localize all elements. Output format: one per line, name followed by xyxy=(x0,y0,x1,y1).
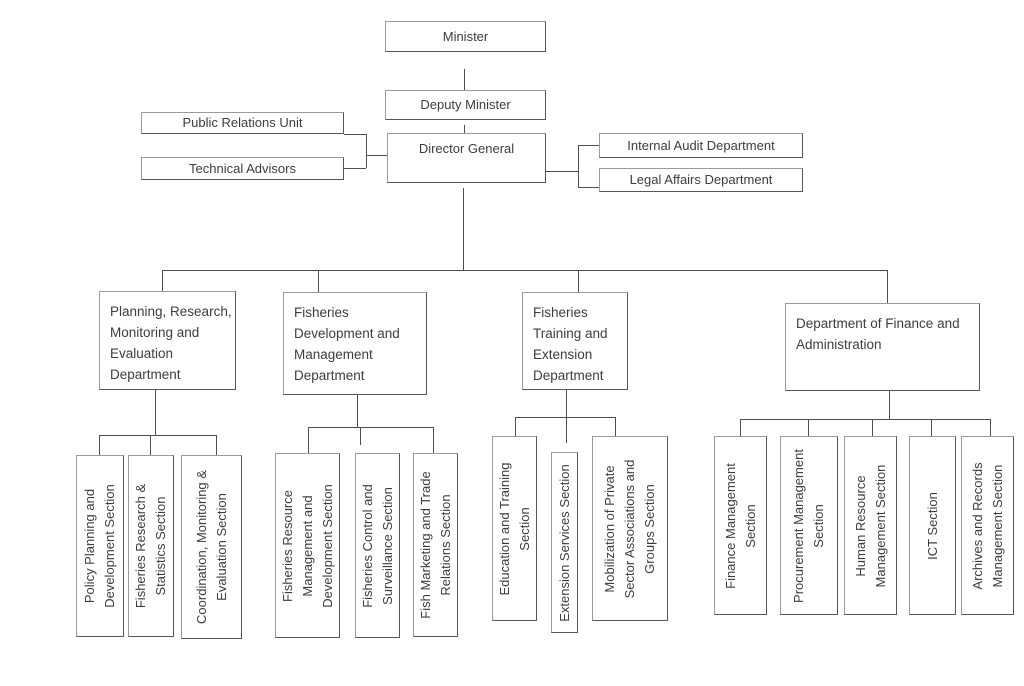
connector-line xyxy=(344,168,366,169)
connector-line xyxy=(162,270,163,291)
section-fisheries-research-label: Fisheries Research & Statistics Section xyxy=(133,483,168,609)
connector-line xyxy=(318,270,319,292)
connector-line xyxy=(308,427,434,428)
node-internal-audit-department: Internal Audit Department xyxy=(599,133,803,158)
connector-line xyxy=(366,134,367,168)
legal-affairs-label: Legal Affairs Department xyxy=(629,172,773,187)
connector-line xyxy=(887,270,888,303)
connector-line xyxy=(360,427,361,445)
section-procurement-label: Procurement Management Section xyxy=(791,448,826,603)
connector-line xyxy=(578,270,579,292)
node-deputy-minister: Deputy Minister xyxy=(385,90,546,120)
connector-line xyxy=(931,419,932,436)
connector-line xyxy=(357,395,358,427)
node-section-education-training: Education and Training Section xyxy=(492,436,537,621)
node-section-finance-management: Finance Management Section xyxy=(714,436,767,615)
node-legal-affairs-department: Legal Affairs Department xyxy=(599,168,803,192)
connector-line xyxy=(578,145,599,146)
director-general-label: Director General xyxy=(418,141,515,156)
deputy-minister-label: Deputy Minister xyxy=(420,97,511,112)
dept-finance-admin-label: Department of Finance and Administration xyxy=(796,316,960,352)
connector-line xyxy=(889,391,890,419)
section-fish-marketing-label: Fish Marketing and Trade Relations Secti… xyxy=(417,471,453,619)
connector-line xyxy=(872,419,873,436)
section-human-resource-label: Human Resource Management Section xyxy=(852,464,888,587)
minister-label: Minister xyxy=(442,28,489,44)
node-technical-advisors: Technical Advisors xyxy=(141,157,344,180)
section-fisheries-control-label: Fisheries Control and Surveillance Secti… xyxy=(359,483,395,608)
public-relations-unit-label: Public Relations Unit xyxy=(182,115,303,130)
connector-line xyxy=(216,435,217,455)
node-section-fisheries-resource: Fisheries Resource Management and Develo… xyxy=(275,453,340,638)
node-section-archives-records: Archives and Records Management Section xyxy=(961,436,1014,615)
node-dept-finance-admin: Department of Finance and Administration xyxy=(785,303,980,391)
section-education-training-label: Education and Training Section xyxy=(496,462,532,595)
connector-line xyxy=(463,188,464,270)
connector-line xyxy=(464,125,465,133)
dept-fisheries-development-label: Fisheries Development and Management Dep… xyxy=(294,305,400,383)
connector-line xyxy=(433,427,434,453)
connector-line xyxy=(578,145,579,188)
section-policy-planning-label: Policy Planning and Development Section xyxy=(82,484,117,608)
connector-line xyxy=(566,390,567,417)
connector-line xyxy=(615,417,616,436)
connector-line xyxy=(566,417,567,443)
node-section-human-resource: Human Resource Management Section xyxy=(844,436,897,615)
connector-line xyxy=(99,435,217,436)
dept-planning-label: Planning, Research, Monitoring and Evalu… xyxy=(110,304,232,382)
connector-line xyxy=(740,419,990,420)
section-finance-management-label: Finance Management Section xyxy=(722,462,758,589)
section-mobilization-label: Mobilization of Private Sector Associati… xyxy=(602,459,657,598)
node-section-ict: ICT Section xyxy=(909,436,956,615)
connector-line xyxy=(155,390,156,435)
dept-fisheries-training-label: Fisheries Training and Extension Departm… xyxy=(533,305,608,383)
node-public-relations-unit: Public Relations Unit xyxy=(141,112,344,134)
connector-line xyxy=(366,155,387,156)
connector-line xyxy=(990,419,991,436)
connector-line xyxy=(464,69,465,90)
section-archives-records-label: Archives and Records Management Section xyxy=(969,461,1005,590)
connector-line xyxy=(515,417,615,418)
connector-line xyxy=(150,435,151,455)
connector-line xyxy=(99,435,100,455)
node-dept-planning-research: Planning, Research, Monitoring and Evalu… xyxy=(99,291,236,390)
node-dept-fisheries-training: Fisheries Training and Extension Departm… xyxy=(522,292,628,390)
node-director-general: Director General xyxy=(387,133,546,183)
section-coordination-monitoring-label: Coordination, Monitoring & Evaluation Se… xyxy=(193,470,229,624)
section-fisheries-resource-label: Fisheries Resource Management and Develo… xyxy=(279,483,335,608)
connector-line xyxy=(344,134,366,135)
technical-advisors-label: Technical Advisors xyxy=(189,160,296,176)
node-section-extension-services: Extension Services Section xyxy=(551,452,578,633)
node-section-coordination-monitoring: Coordination, Monitoring & Evaluation Se… xyxy=(181,455,242,639)
node-section-policy-planning: Policy Planning and Development Section xyxy=(76,455,124,637)
node-dept-fisheries-development: Fisheries Development and Management Dep… xyxy=(283,292,427,395)
node-section-fisheries-control: Fisheries Control and Surveillance Secti… xyxy=(355,453,400,638)
node-section-fish-marketing: Fish Marketing and Trade Relations Secti… xyxy=(413,453,458,637)
connector-line xyxy=(308,427,309,453)
connector-line xyxy=(740,419,741,436)
node-minister: Minister xyxy=(385,21,546,52)
connector-line xyxy=(808,419,809,436)
section-ict-label: ICT Section xyxy=(924,491,940,560)
node-section-procurement-management: Procurement Management Section xyxy=(780,436,838,615)
connector-line xyxy=(162,270,888,271)
section-extension-services-label: Extension Services Section xyxy=(556,463,572,622)
internal-audit-label: Internal Audit Department xyxy=(627,137,775,153)
node-section-fisheries-research: Fisheries Research & Statistics Section xyxy=(128,455,174,637)
connector-line xyxy=(515,417,516,436)
node-section-mobilization-private-sector: Mobilization of Private Sector Associati… xyxy=(592,436,668,621)
connector-line xyxy=(578,187,599,188)
connector-line xyxy=(546,171,578,172)
